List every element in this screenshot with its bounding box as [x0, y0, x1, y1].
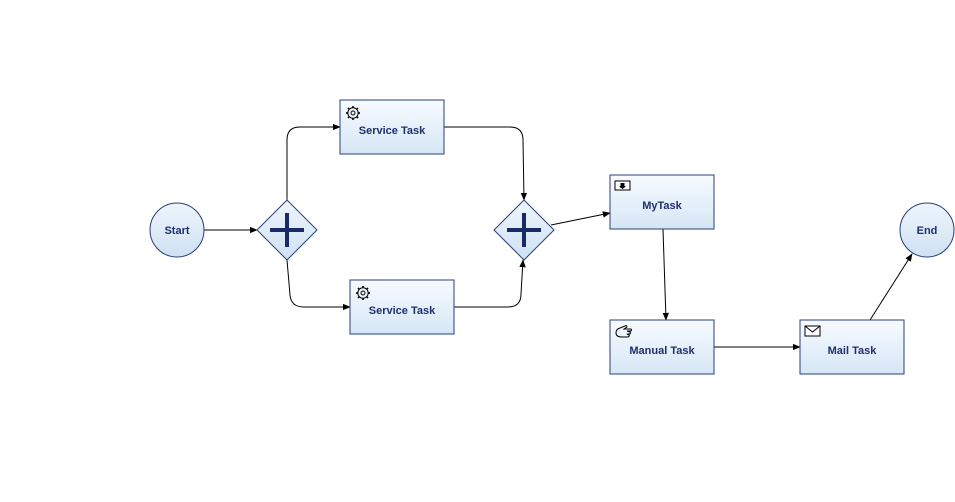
my-task[interactable]: MyTask: [609, 174, 715, 230]
gear-icon: [356, 286, 370, 300]
start-event-label: Start: [164, 225, 189, 237]
edge-mail-task-end[interactable]: [869, 253, 913, 321]
service-task-2-label: Service Task: [369, 305, 436, 317]
envelope-icon: [804, 325, 821, 337]
fork-gateway[interactable]: [256, 199, 318, 261]
service-task-2[interactable]: Service Task: [349, 279, 455, 335]
mail-task[interactable]: Mail Task: [799, 319, 905, 375]
parallel-plus-icon: [507, 213, 541, 247]
edge-join-my-task[interactable]: [550, 211, 611, 226]
edge-service-task-2-join[interactable]: [454, 259, 526, 308]
edge-my-task-manual-task[interactable]: [662, 228, 669, 321]
start-event[interactable]: Start: [149, 202, 205, 258]
user-task-icon: [614, 180, 631, 191]
hand-icon: [615, 325, 632, 338]
manual-task[interactable]: Manual Task: [609, 319, 715, 375]
gear-icon: [346, 106, 360, 120]
my-task-label: MyTask: [642, 200, 682, 212]
service-task-1-label: Service Task: [359, 125, 426, 137]
service-task-1[interactable]: Service Task: [339, 99, 445, 155]
mail-task-label: Mail Task: [828, 345, 878, 357]
manual-task-label: Manual Task: [629, 345, 695, 357]
edge-service-task-1-join[interactable]: [444, 126, 528, 201]
end-event[interactable]: End: [899, 202, 955, 258]
edges: [204, 123, 913, 351]
parallel-plus-icon: [270, 213, 304, 247]
end-event-label: End: [917, 225, 938, 237]
edge-fork-service-task-2[interactable]: [286, 259, 351, 311]
join-gateway[interactable]: [493, 199, 555, 261]
edge-fork-service-task-1[interactable]: [286, 123, 341, 200]
